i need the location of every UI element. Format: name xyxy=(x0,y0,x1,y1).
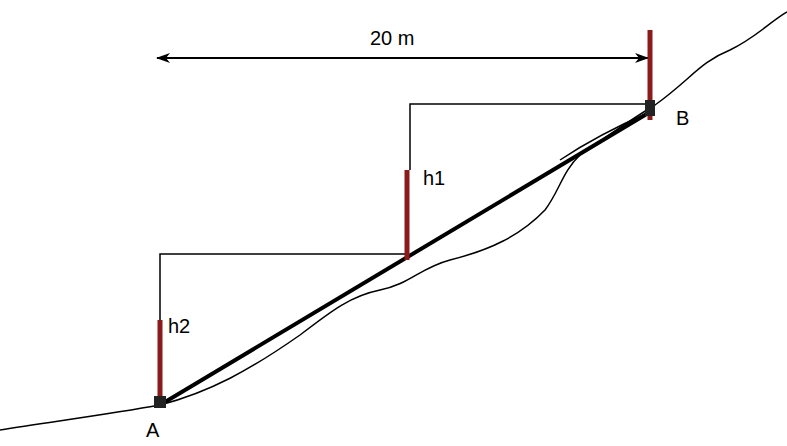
pole-foot xyxy=(645,100,655,116)
height-label: h1 xyxy=(423,168,445,188)
pole-foot xyxy=(154,396,166,408)
measuring-line xyxy=(160,112,650,405)
height-label: h2 xyxy=(168,316,190,336)
point-label: B xyxy=(676,108,689,128)
level-line xyxy=(160,254,405,320)
dimension-arrow xyxy=(157,57,648,59)
dimension-label: 20 m xyxy=(370,28,414,48)
level-line xyxy=(410,104,648,170)
pole xyxy=(158,320,163,408)
pole xyxy=(405,170,410,260)
ground-line xyxy=(0,12,787,430)
point-label: A xyxy=(146,420,159,440)
